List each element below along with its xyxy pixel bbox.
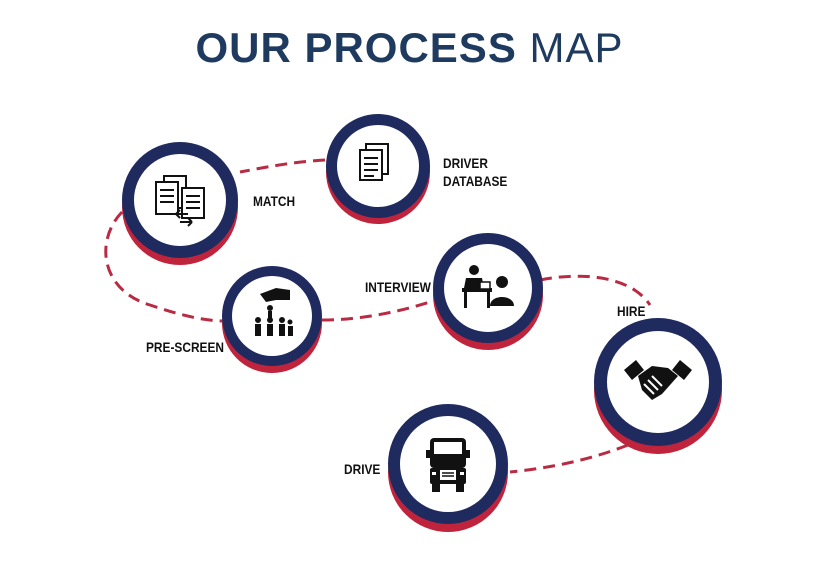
step-drive — [388, 404, 508, 532]
title-light: MAP — [529, 24, 624, 71]
label-hire: HIRE — [617, 303, 646, 319]
documents-icon — [359, 143, 389, 181]
label-driver-database: DRIVER DATABASE — [443, 155, 508, 189]
title-bold: OUR PROCESS — [195, 24, 517, 71]
step-interview — [433, 233, 543, 350]
interview-desk-icon — [462, 265, 514, 308]
truck-icon — [426, 438, 470, 492]
label-drive: DRIVE — [344, 461, 381, 477]
document-exchange-icon — [155, 175, 205, 227]
step-pre-screen — [222, 266, 322, 373]
step-hire — [594, 318, 722, 454]
hand-picking-people-icon — [255, 288, 293, 336]
label-match: MATCH — [253, 193, 296, 209]
page-title: OUR PROCESS MAP — [0, 22, 819, 74]
label-pre-screen: PRE-SCREEN — [146, 339, 225, 355]
handshake-icon — [624, 360, 692, 400]
label-interview: INTERVIEW — [365, 279, 431, 295]
step-driver-database — [326, 114, 430, 224]
step-match — [122, 142, 238, 265]
process-path — [104, 158, 652, 474]
